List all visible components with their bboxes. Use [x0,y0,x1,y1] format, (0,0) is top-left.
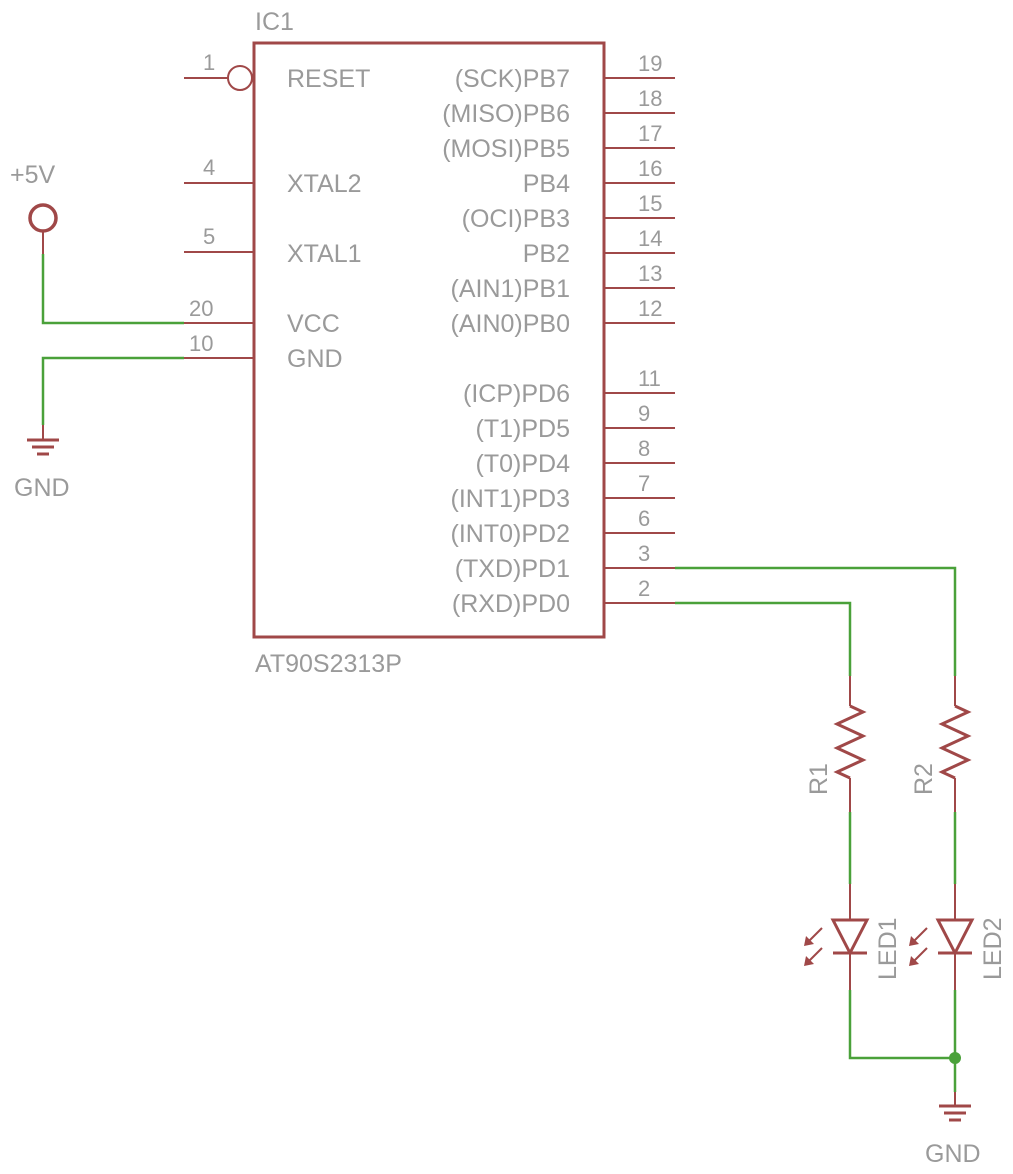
reset-inversion-bubble [227,65,253,91]
pin-label-pd3: (INT1)PD3 [451,485,570,513]
pin-number-13: 13 [638,261,662,286]
ic1: IC1 AT90S2313P 1 RESET 4 XTAL2 5 XTAL1 2… [184,8,675,678]
wire-led1-gnd [848,990,955,1060]
led1-label: LED1 [874,917,902,980]
led2-label: LED2 [979,917,1007,980]
pin-label-pb3: (OCI)PB3 [462,205,570,233]
supply-label: +5V [10,161,56,189]
pin-label-vcc: VCC [287,310,340,338]
ground-right: GND [925,1092,981,1168]
pin-number-11: 11 [638,366,661,391]
pin-label-pb4: PB4 [523,170,570,198]
pin-number-10: 10 [189,331,213,356]
pin-label-pb2: PB2 [523,240,570,268]
pin-label-pd4: (T0)PD4 [476,450,571,478]
ground-left-label: GND [14,474,70,502]
led-led1: LED1 [804,884,902,990]
pin-label-pb7: (SCK)PB7 [455,65,570,93]
led1-triangle [830,918,870,957]
right-pins: 19 (SCK)PB7 18 (MISO)PB6 17 (MOSI)PB5 16… [442,51,675,618]
pin-label-pd6: (ICP)PD6 [463,380,570,408]
pin-number-19: 19 [638,51,662,76]
led2-light-arrows-icon [909,927,928,966]
pin-label-pb6: (MISO)PB6 [442,100,570,128]
r2-zigzag [938,704,972,780]
wires [41,254,961,1092]
r1-label: R1 [805,763,833,795]
pin-label-pb0: (AIN0)PB0 [451,310,570,338]
resistor-r2: R2 [910,676,972,812]
pin-label-pb1: (AIN1)PB1 [451,275,570,303]
pin-label-reset: RESET [287,65,370,93]
ground-right-label: GND [925,1140,981,1168]
pin-number-5: 5 [203,224,215,249]
pin-label-xtal1: XTAL1 [287,240,362,268]
ic-body [252,41,606,639]
pin-number-7: 7 [638,471,650,496]
wire-pd1-r2 [675,566,957,676]
led1-light-arrows-icon [804,927,823,966]
pin-label-pd1: (TXD)PD1 [455,555,570,583]
pin-number-17: 17 [638,121,662,146]
pin-label-pb5: (MOSI)PB5 [442,135,570,163]
ic-name: IC1 [255,8,294,36]
pin-number-6: 6 [638,506,650,531]
pin-number-2: 2 [638,576,650,601]
resistor-r1: R1 [805,676,867,812]
pin-number-12: 12 [638,296,662,321]
pin-label-gnd: GND [287,345,343,373]
pin-number-18: 18 [638,86,662,111]
pin-label-pd2: (INT0)PD2 [451,520,570,548]
pin-number-20: 20 [189,296,213,321]
pin-number-15: 15 [638,191,662,216]
r2-label: R2 [910,763,938,795]
pin-label-pd5: (T1)PD5 [476,415,570,443]
pin-number-14: 14 [638,226,662,251]
pin-number-1: 1 [203,50,215,75]
wire-gnd [41,356,184,425]
ic-value: AT90S2313P [255,650,402,678]
ground-left: GND [14,425,70,502]
pin-number-3: 3 [638,541,650,566]
supply-5v: +5V [10,161,58,254]
pin-number-8: 8 [638,436,650,461]
pin-label-pd0: (RXD)PD0 [452,590,570,618]
pin-label-xtal2: XTAL2 [287,170,362,198]
wire-pd0-r1 [675,601,852,676]
pin-number-16: 16 [638,156,662,181]
wire-vcc [41,254,184,325]
junction-dot [949,1052,961,1064]
led2-triangle [935,918,975,957]
r1-zigzag [833,704,867,780]
pin-number-4: 4 [203,155,215,180]
led-led2: LED2 [909,884,1007,990]
supply-terminal-icon [28,203,58,233]
pin-number-9: 9 [638,401,650,426]
